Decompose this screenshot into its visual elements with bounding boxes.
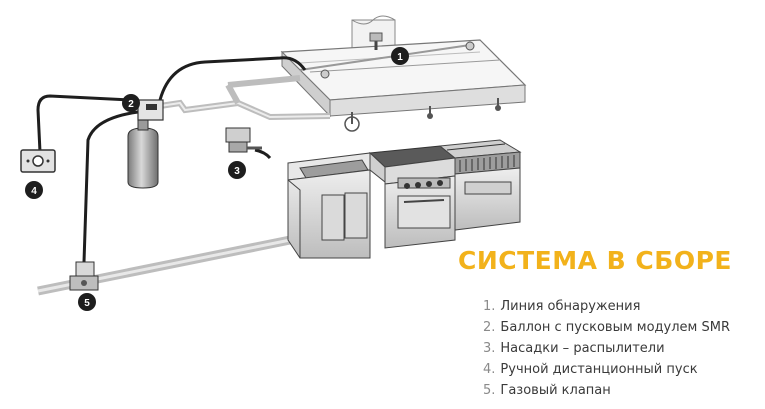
callout-4-label: 4 <box>31 186 37 197</box>
callout-4: 4 <box>25 181 43 199</box>
exhaust-hood <box>280 15 527 118</box>
callout-1-label: 1 <box>397 52 403 63</box>
cooking-equipment <box>287 139 522 259</box>
control-cables <box>36 56 307 263</box>
legend-number: 1. <box>483 299 496 314</box>
spray-nozzle-detail <box>225 127 262 153</box>
gas-valve <box>69 261 99 291</box>
manual-release-station <box>20 149 56 173</box>
legend-text: Линия обнаружения <box>500 299 641 314</box>
callout-3-label: 3 <box>234 166 240 177</box>
callout-2: 2 <box>122 94 140 112</box>
legend-text: Газовый клапан <box>500 383 611 398</box>
legend-number: 2. <box>483 320 496 335</box>
legend-text: Баллон с пусковым модулем SMR <box>500 320 730 335</box>
legend-number: 4. <box>483 362 496 377</box>
callout-5-label: 5 <box>84 298 90 309</box>
callout-2-label: 2 <box>128 99 134 110</box>
legend-number: 3. <box>483 341 496 356</box>
detection-line <box>299 32 501 132</box>
legend-item: 5. Газовый клапан <box>483 380 730 401</box>
agent-cylinder <box>127 99 164 189</box>
legend-item: 3. Насадки – распылители <box>483 338 730 359</box>
legend-item: 1. Линия обнаружения <box>483 296 730 317</box>
page-title: СИСТЕМА В СБОРЕ <box>458 246 732 275</box>
legend-text: Ручной дистанционный пуск <box>500 362 698 377</box>
callout-5: 5 <box>78 293 96 311</box>
distribution-pipe <box>159 75 331 121</box>
legend-item: 4. Ручной дистанционный пуск <box>483 359 730 380</box>
component-legend: 1. Линия обнаружения 2. Баллон с пусковым … <box>483 296 730 401</box>
legend-item: 2. Баллон с пусковым модулем SMR <box>483 317 730 338</box>
legend-text: Насадки – распылители <box>500 341 665 356</box>
legend-number: 5. <box>483 383 496 398</box>
callout-3: 3 <box>228 161 246 179</box>
callout-1: 1 <box>391 47 409 65</box>
